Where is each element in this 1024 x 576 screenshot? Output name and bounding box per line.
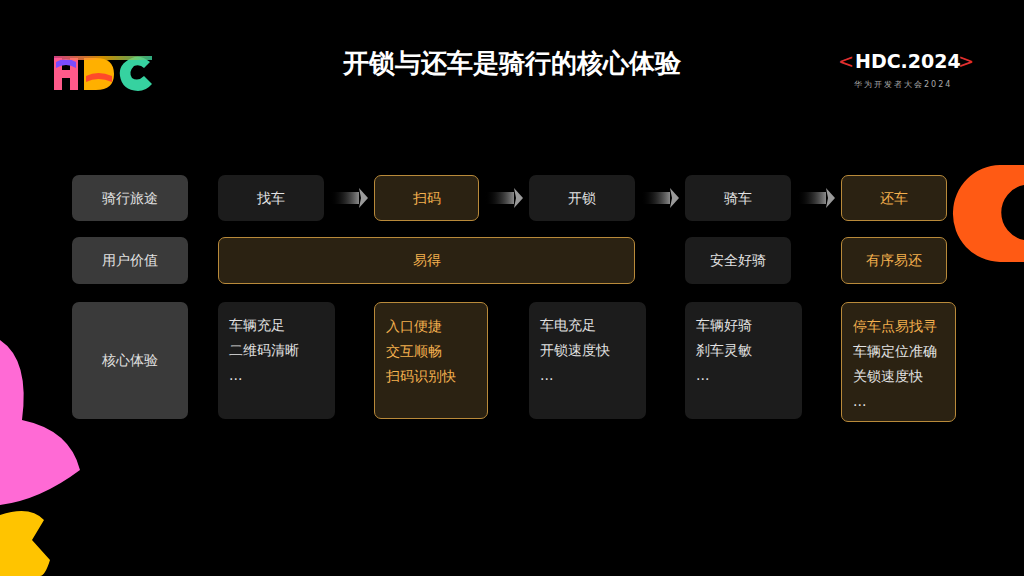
box-text: ... xyxy=(229,363,335,388)
arrow-shaft xyxy=(330,192,359,204)
experience-box: 车辆充足二维码清晰... xyxy=(218,302,335,419)
box-text: 用户价值 xyxy=(102,248,158,273)
box-text: 入口便捷 xyxy=(386,314,487,339)
box-text: ... xyxy=(853,389,955,414)
box-text: 骑车 xyxy=(724,186,752,211)
box-text: ... xyxy=(696,363,802,388)
stage-box: 扫码 xyxy=(374,175,479,221)
header-label: 华为开发者大会2024 xyxy=(854,79,952,90)
stage-box: 骑行旅途 xyxy=(72,175,188,221)
stage-box: 易得 xyxy=(218,237,635,284)
box-text: 关锁速度快 xyxy=(853,364,955,389)
hdc-logo xyxy=(54,56,152,91)
arrow-head xyxy=(514,188,523,208)
box-text: ... xyxy=(540,363,646,388)
box-text: 扫码识别快 xyxy=(386,364,487,389)
stage-box: 有序易还 xyxy=(841,237,947,284)
header-label: < xyxy=(838,50,854,72)
box-text: 还车 xyxy=(880,186,908,211)
stage-box: 开锁 xyxy=(529,175,635,221)
stage-box: 找车 xyxy=(218,175,324,221)
arrow-shaft xyxy=(485,192,514,204)
stage-box: 安全好骑 xyxy=(685,237,791,284)
box-text: 车辆充足 xyxy=(229,313,335,338)
box-text: 有序易还 xyxy=(866,248,922,273)
box-text: 停车点易找寻 xyxy=(853,314,955,339)
arrow-shaft xyxy=(641,192,670,204)
box-text: 车辆定位准确 xyxy=(853,339,955,364)
box-text: 二维码清晰 xyxy=(229,338,335,363)
box-text: 开锁速度快 xyxy=(540,338,646,363)
stage-box: 骑车 xyxy=(685,175,791,221)
experience-box: 停车点易找寻车辆定位准确关锁速度快... xyxy=(841,302,956,422)
box-text: 骑行旅途 xyxy=(102,186,158,211)
box-text: 安全好骑 xyxy=(710,248,766,273)
box-text: 易得 xyxy=(413,248,441,273)
box-text: 开锁 xyxy=(568,186,596,211)
arrow-head xyxy=(826,188,835,208)
stage-box: 还车 xyxy=(841,175,947,221)
yellow-shape xyxy=(0,511,50,576)
box-text: 找车 xyxy=(257,186,285,211)
arrow-head xyxy=(670,188,679,208)
flow-arrow xyxy=(330,188,368,208)
pink-shape xyxy=(0,340,80,505)
box-text: 扫码 xyxy=(413,186,441,211)
orange-shape xyxy=(953,165,1024,262)
box-text: 车电充足 xyxy=(540,313,646,338)
header-label: HDC.2024 xyxy=(855,50,961,72)
experience-box: 车辆好骑刹车灵敏... xyxy=(685,302,802,419)
experience-box: 车电充足开锁速度快... xyxy=(529,302,646,419)
arrow-head xyxy=(359,188,368,208)
box-text: 交互顺畅 xyxy=(386,339,487,364)
arrow-shaft xyxy=(797,192,826,204)
box-text: 车辆好骑 xyxy=(696,313,802,338)
header-label: > xyxy=(958,50,974,72)
flow-arrow xyxy=(641,188,679,208)
box-text: 核心体验 xyxy=(102,348,158,373)
flow-arrow xyxy=(485,188,523,208)
experience-box: 入口便捷交互顺畅扫码识别快 xyxy=(374,302,488,419)
stage-box: 用户价值 xyxy=(72,237,188,284)
box-text: 刹车灵敏 xyxy=(696,338,802,363)
flow-arrow xyxy=(797,188,835,208)
stage-box: 核心体验 xyxy=(72,302,188,419)
